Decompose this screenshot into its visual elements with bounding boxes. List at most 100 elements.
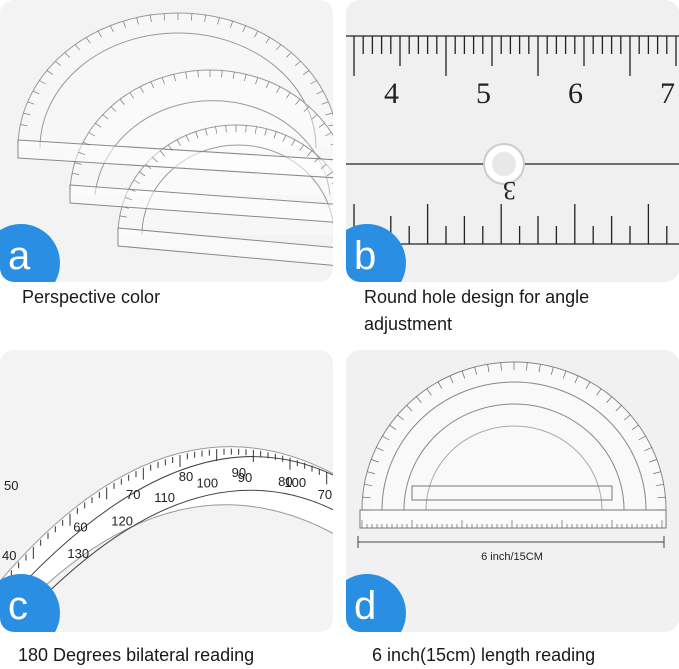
lower-number: 3 [503,176,516,205]
scale-tick [85,37,91,44]
scale-tick [39,80,46,85]
scale-tick [303,70,310,75]
scale-tick [152,156,158,163]
outer-scale-label: 100 [284,475,306,490]
scale-tick [299,144,304,151]
scale-tick [205,128,208,136]
scale-tick [638,435,646,441]
scale-tick [215,126,218,134]
edge-scale-label: 40 [2,548,16,563]
scale-tick [449,375,454,384]
scale-tick [195,131,199,139]
stacked-protractors-illustration [0,0,333,282]
inner-scale-label: 70 [318,487,332,502]
scale-tick [136,17,139,25]
scale-tick [285,92,291,99]
scale-tick [204,14,207,23]
scale-tick [474,366,478,375]
scale-tick [245,125,247,133]
scale-tick [139,86,144,93]
full-protractor-illustration: 6 inch/15CM [346,350,679,632]
scale-tick [371,459,379,463]
scale-tick [295,99,301,105]
inner-scale-label: 120 [111,513,133,528]
scale-tick [562,370,567,379]
inner-scale-label: 130 [67,546,89,561]
outer-scale-label: 80 [179,469,193,484]
scale-tick [74,162,82,165]
scale-tick [500,362,502,371]
scale-tick [649,459,657,463]
scale-tick [110,25,114,33]
scale-tick [291,139,296,146]
scale-tick [173,74,176,82]
scale-tick [282,135,287,142]
scale-tick [72,172,80,175]
scale-tick [657,496,666,499]
scale-tick [538,364,541,373]
scale-tick [265,37,271,44]
ruler-closeup-illustration: 4 5 6 7 3 [346,0,679,282]
scale-tick [88,132,95,137]
scale-tick [64,52,71,58]
ruler-number-7: 7 [660,77,675,110]
scale-tick [307,150,313,157]
scale-tick [254,126,257,134]
ruler-number-5: 5 [476,77,491,110]
scale-tick [320,164,327,170]
scale-tick [97,30,102,38]
scale-tick [176,139,181,146]
badge-letter: b [354,234,377,278]
scale-tick [163,13,166,21]
scale-tick [95,123,102,128]
scale-tick [110,106,117,112]
scale-tick [255,77,259,85]
inner-scale-label: 110 [154,490,175,505]
scale-tick [310,80,317,85]
scale-tick [406,405,413,412]
scale-tick [185,135,190,142]
scale-tick [74,44,80,51]
scale-tick [276,44,282,51]
scale-tick [121,206,129,209]
scale-tick [328,124,333,127]
inner-scale-label: 80 [278,474,292,489]
scale-tick [273,131,277,139]
scale-tick [585,381,591,389]
scale-tick [606,396,612,403]
scale-tick [102,114,109,120]
scale-tick [264,128,267,136]
scale-tick [230,21,234,28]
scale-tick [362,496,371,499]
scale-tick [129,92,135,99]
scale-tick [364,483,373,487]
dimension-label: 6 inch/15CM [481,551,543,563]
ruler-number-4: 4 [384,77,399,110]
scale-tick [276,86,281,93]
scale-tick [389,424,397,430]
scale-tick [376,447,384,452]
scale-tick [318,123,325,128]
badge-letter: c [8,584,28,628]
scale-tick [46,70,53,75]
scale-tick [330,143,333,146]
inner-scale-label: 100 [196,475,218,490]
scale-tick [232,71,235,79]
outer-scale-label: 60 [73,519,87,534]
scale-tick [128,188,136,192]
label-badge-a: a [0,224,60,282]
scale-tick [325,132,332,137]
scale-tick [244,74,247,82]
scale-tick [644,447,652,452]
scale-tick [624,414,631,421]
outer-scale-label: 70 [126,487,140,502]
edge-scale-label: 50 [4,478,18,493]
scale-tick [119,99,125,105]
scale-tick [20,124,28,127]
scale-tick [325,112,333,116]
scale-tick [526,362,528,371]
scale-tick [437,381,443,389]
scale-tick [190,13,193,21]
scale-tick [55,60,62,66]
badge-letter: a [8,234,31,278]
